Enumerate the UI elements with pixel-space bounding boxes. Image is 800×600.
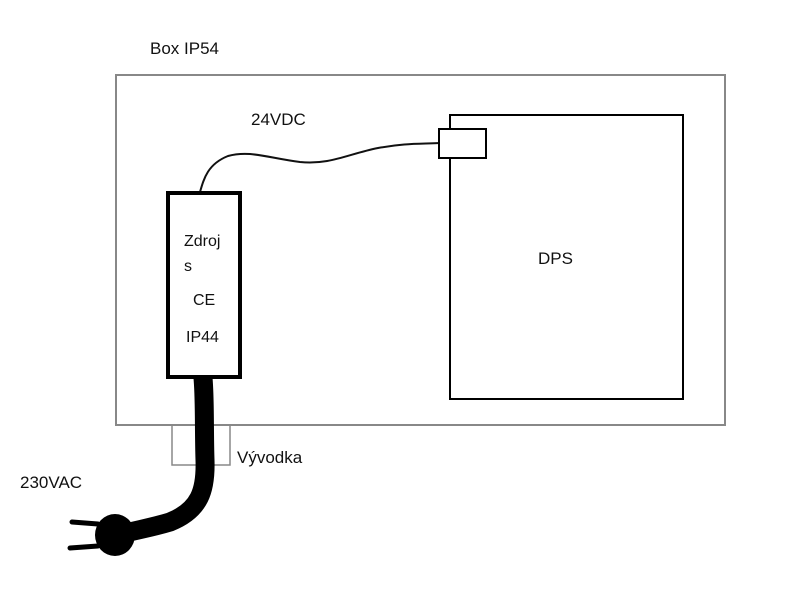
enclosure-box bbox=[115, 74, 726, 426]
power-supply-box bbox=[166, 191, 242, 379]
dc-cable bbox=[199, 142, 441, 193]
dps-board bbox=[449, 114, 684, 400]
power-supply-label-line4: IP44 bbox=[186, 329, 219, 346]
mains-cable bbox=[112, 368, 215, 544]
plug-icon bbox=[67, 514, 135, 556]
enclosure-label: Box IP54 bbox=[150, 39, 219, 58]
power-supply-label-line2: s bbox=[184, 258, 192, 275]
dc-cable-label: 24VDC bbox=[251, 110, 306, 129]
power-supply-label-line1: Zdroj bbox=[184, 233, 220, 250]
power-supply-label-line3: CE bbox=[193, 292, 215, 309]
dps-label: DPS bbox=[538, 249, 573, 268]
mains-label: 230VAC bbox=[20, 473, 82, 492]
dc-connector bbox=[438, 128, 487, 159]
cable-gland-label: Vývodka bbox=[237, 448, 303, 467]
